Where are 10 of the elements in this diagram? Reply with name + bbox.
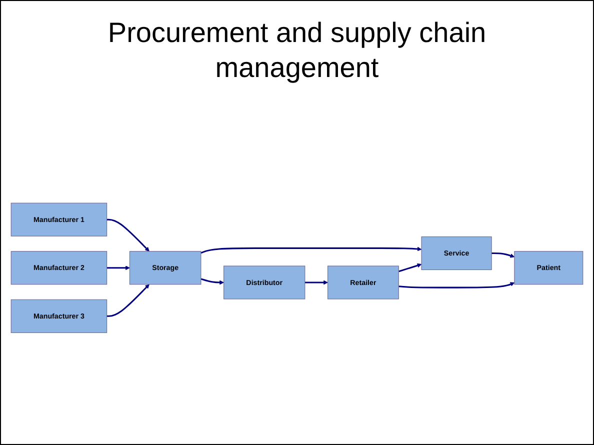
arrow	[200, 278, 224, 284]
arrow	[106, 265, 130, 270]
diagram-title: Procurement and supply chain management	[106, 16, 488, 85]
arrow	[398, 282, 515, 288]
arrow	[106, 218, 150, 252]
arrow	[492, 252, 515, 258]
arrow	[106, 284, 150, 317]
arrow	[200, 246, 422, 254]
arrow	[304, 280, 328, 284]
arrow	[398, 262, 422, 272]
